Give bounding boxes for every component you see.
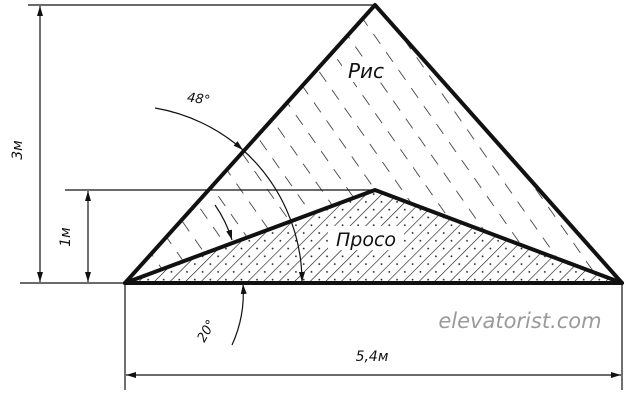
rice-pile [125, 5, 622, 283]
height-millet-label: 1м [58, 227, 74, 247]
watermark: elevatorist.com [438, 309, 601, 333]
width-label: 5,4м [356, 349, 389, 365]
angle-millet-label: 20° [195, 318, 220, 345]
millet-label: Просо [336, 229, 396, 251]
height-millet-dimension [65, 189, 375, 282]
angle-rice-label: 48° [186, 91, 211, 109]
width-dimension [124, 283, 623, 390]
angle-millet-arc [214, 204, 233, 241]
rice-label: Рис [348, 59, 384, 83]
angle-rice-arc [154, 107, 244, 151]
height-rice-dimension [20, 4, 375, 284]
height-rice-label: 3м [10, 140, 26, 160]
